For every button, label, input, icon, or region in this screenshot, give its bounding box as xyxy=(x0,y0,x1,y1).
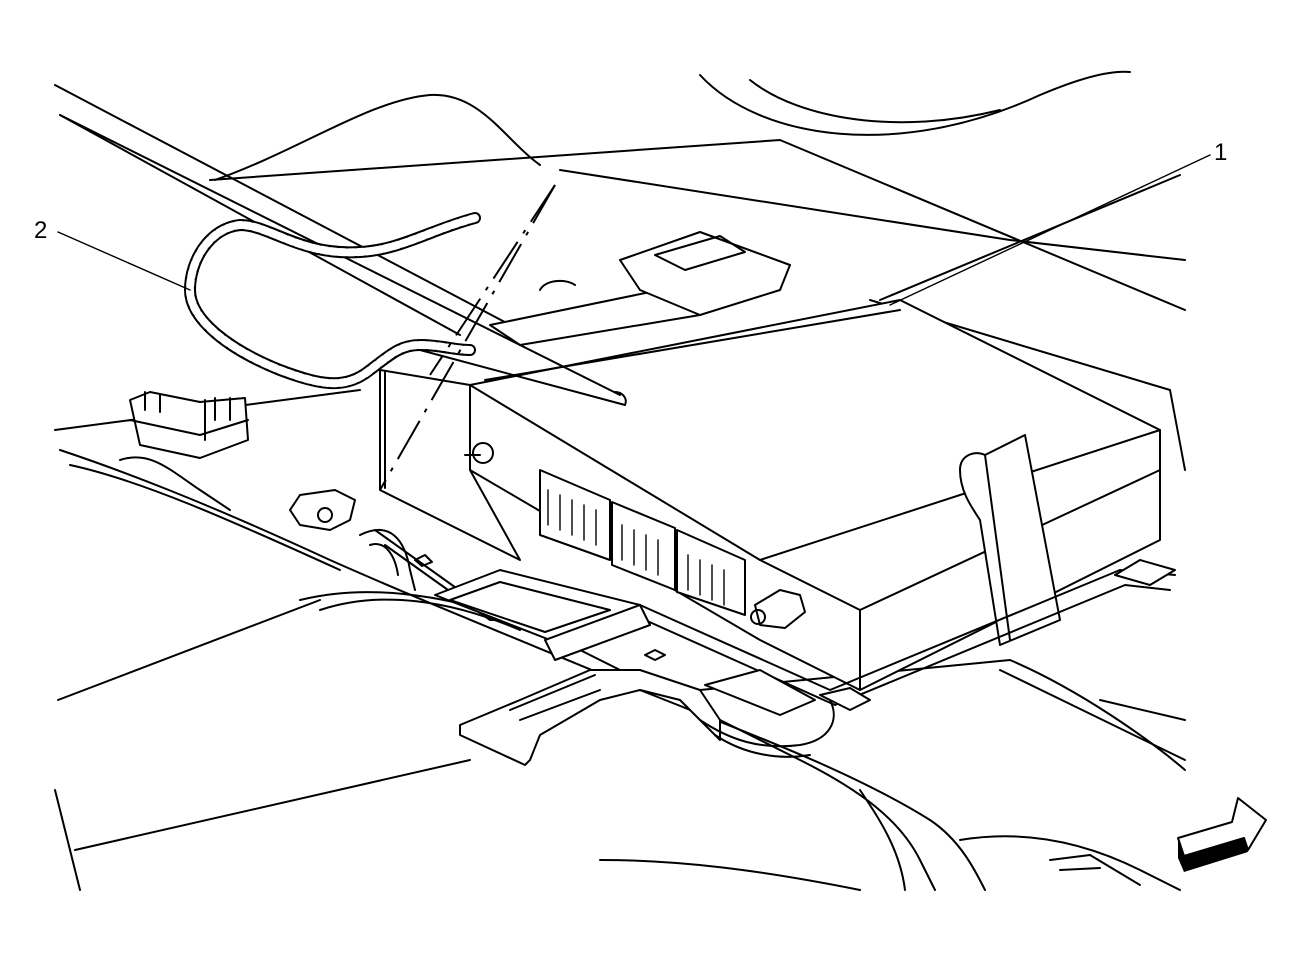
antenna-lead xyxy=(59,114,627,406)
wrapped-cable xyxy=(183,212,481,390)
callout-label-2: 2 xyxy=(34,217,47,244)
mounting-tray xyxy=(374,529,1176,716)
section-view-lines xyxy=(379,184,556,491)
bracket-clip xyxy=(289,489,416,591)
leader-lines xyxy=(57,154,1211,306)
callout-label-1: 1 xyxy=(1214,139,1227,166)
electronic-module xyxy=(379,231,1161,691)
front-direction-arrow-icon xyxy=(1177,797,1267,872)
lower-bracket-strap xyxy=(459,669,835,766)
left-connector-block xyxy=(119,391,249,511)
